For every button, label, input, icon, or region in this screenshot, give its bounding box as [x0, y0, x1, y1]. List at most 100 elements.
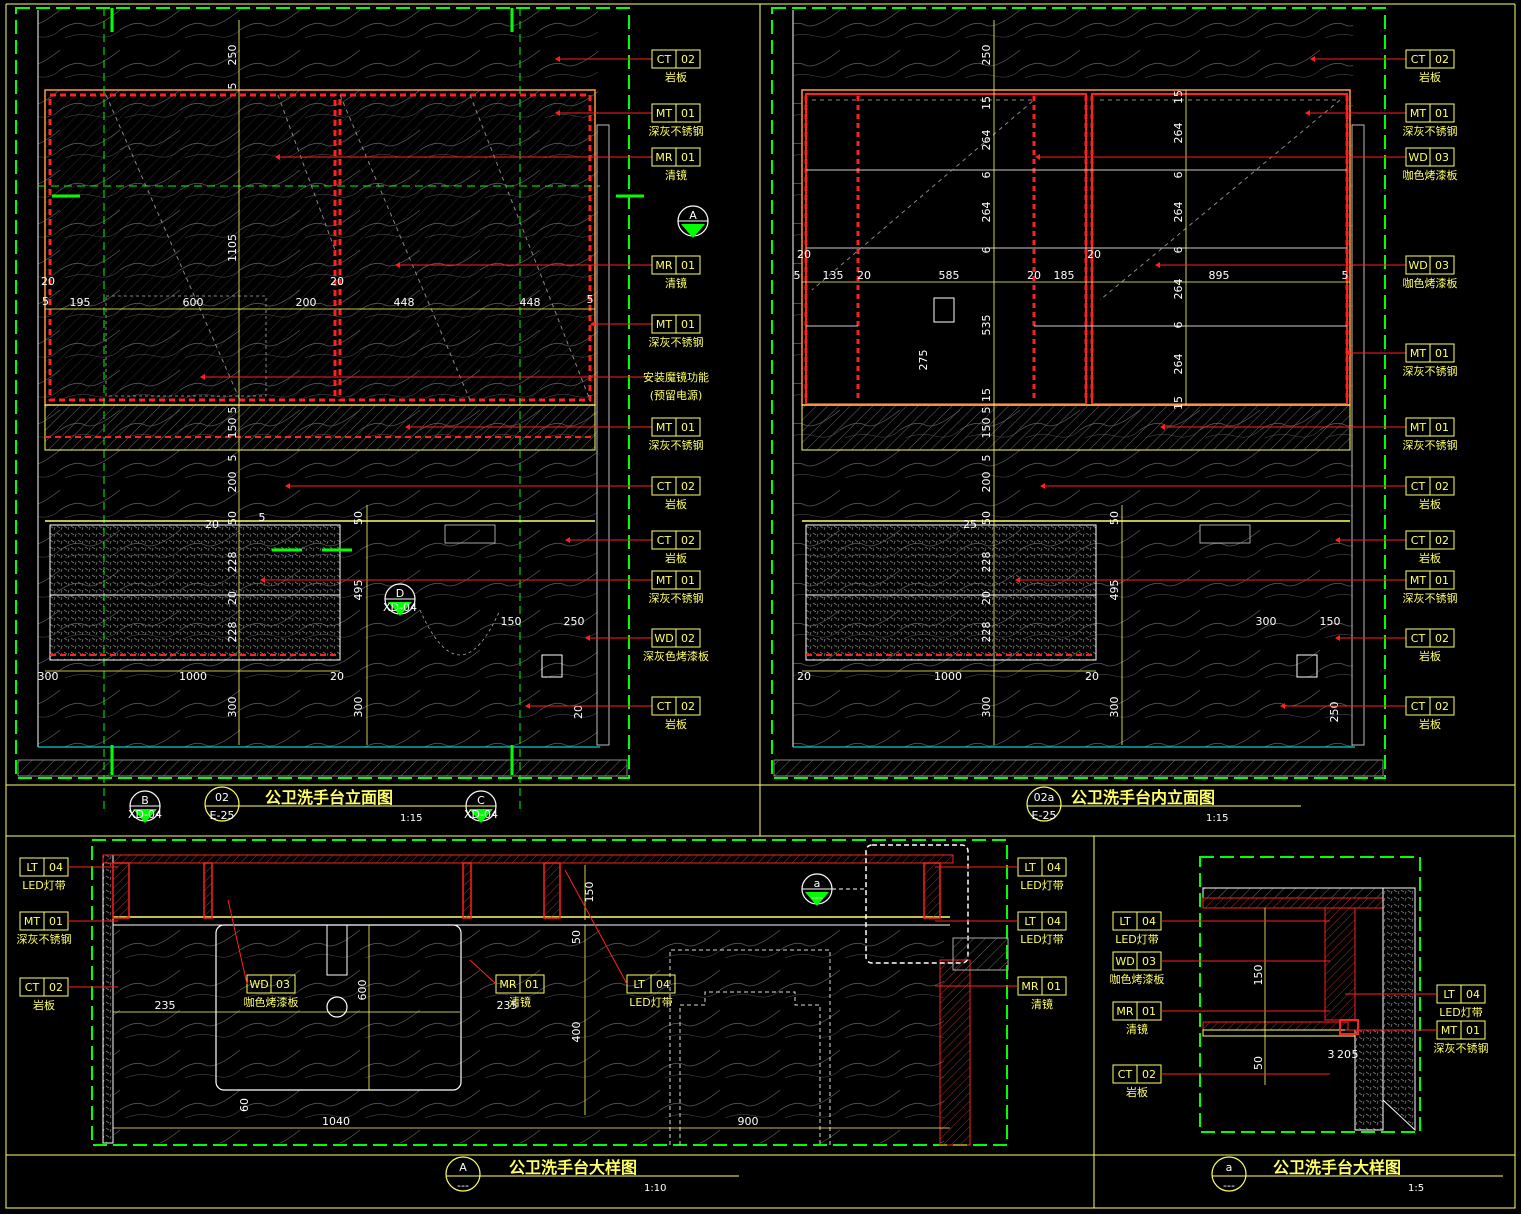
tag-label: LED灯带 — [1439, 1006, 1483, 1019]
dimension-label: 895 — [1209, 269, 1230, 282]
tag-label: 深灰不锈钢 — [649, 591, 704, 605]
dimension-label: 50 — [1252, 1056, 1265, 1070]
section-marker-A[interactable]: A — [677, 205, 709, 238]
detail-marker-a[interactable]: a--- — [801, 873, 833, 906]
marker-sub: XD-04 — [128, 808, 162, 821]
dimension-label: 5 — [1352, 1048, 1359, 1061]
tag-code: CT — [1411, 632, 1426, 645]
dimension-label: 150 — [980, 418, 993, 439]
tag-label: LED灯带 — [22, 879, 66, 892]
tag-label: 清镜 — [665, 276, 687, 290]
dimension-label: 5 — [226, 455, 239, 462]
dimension-label: 50 — [570, 930, 583, 944]
tag-label: 岩板 — [665, 70, 687, 84]
view-title: 公卫洗手台大样图 — [509, 1158, 637, 1177]
dimension-label: 200 — [226, 472, 239, 493]
tag-label: 岩板 — [1419, 649, 1441, 663]
view-scale: 1:15 — [1206, 813, 1228, 824]
tag-number: 04 — [1466, 988, 1480, 1001]
tag-number: 01 — [1142, 1005, 1156, 1018]
section-marker-D[interactable]: DXD-04 — [383, 583, 417, 616]
tag-number: 02 — [681, 632, 695, 645]
section-marker-B[interactable]: BXD-04 — [128, 790, 162, 823]
tag-number: 02 — [1435, 480, 1449, 493]
dimension-label: 300 — [352, 697, 365, 718]
dimension-label: 150 — [1320, 615, 1341, 628]
tag-code: LT — [1119, 915, 1131, 928]
dimension-label: 150 — [583, 882, 596, 903]
tag-number: 01 — [681, 259, 695, 272]
tag-label: LED灯带 — [1020, 933, 1064, 946]
dimension-label: 20 — [1337, 1048, 1351, 1061]
dimension-label: 5 — [226, 407, 239, 414]
dimension-label: 1040 — [322, 1115, 350, 1128]
detail-view-a[interactable] — [1199, 856, 1421, 1133]
elevation-view-02a[interactable] — [771, 7, 1386, 779]
dimension-label: 5 — [42, 295, 49, 308]
material-tag[interactable]: 安装魔镜功能 — [200, 370, 709, 384]
tag-number: 02 — [681, 480, 695, 493]
tag-label: 岩板 — [1126, 1085, 1148, 1099]
tag-label: 深灰不锈钢 — [649, 335, 704, 349]
section-marker-C[interactable]: CXD-04 — [464, 790, 498, 823]
tag-code: MT — [24, 915, 40, 928]
detail-view-A[interactable] — [91, 839, 1009, 1146]
tag-label: 岩板 — [665, 551, 687, 565]
dimension-label: 535 — [980, 315, 993, 336]
view-ref: E-25 — [210, 809, 235, 822]
tag-label: 安装魔镜功能 — [643, 370, 709, 384]
dimension-label: 250 — [226, 45, 239, 66]
dimension-label: 20 — [857, 269, 871, 282]
marker-letter: A — [689, 209, 697, 222]
elevation-view-02[interactable] — [15, 7, 644, 810]
dimension-label: 5 — [1342, 269, 1349, 282]
tag-label: 深灰不锈钢 — [1403, 438, 1458, 452]
dimension-label: 264 — [1172, 123, 1185, 144]
marker-letter: B — [141, 794, 149, 807]
tag-number: 03 — [1435, 259, 1449, 272]
tag-code: MT — [656, 421, 672, 434]
material-tag[interactable]: (预留电源) — [650, 388, 703, 402]
view-ref: --- — [1223, 1179, 1235, 1192]
tag-number: 04 — [1142, 915, 1156, 928]
tag-code: LT — [1024, 915, 1036, 928]
dimension-label: 6 — [1172, 247, 1185, 254]
tag-code: MT — [656, 107, 672, 120]
dimension-label: 250 — [1328, 702, 1341, 723]
